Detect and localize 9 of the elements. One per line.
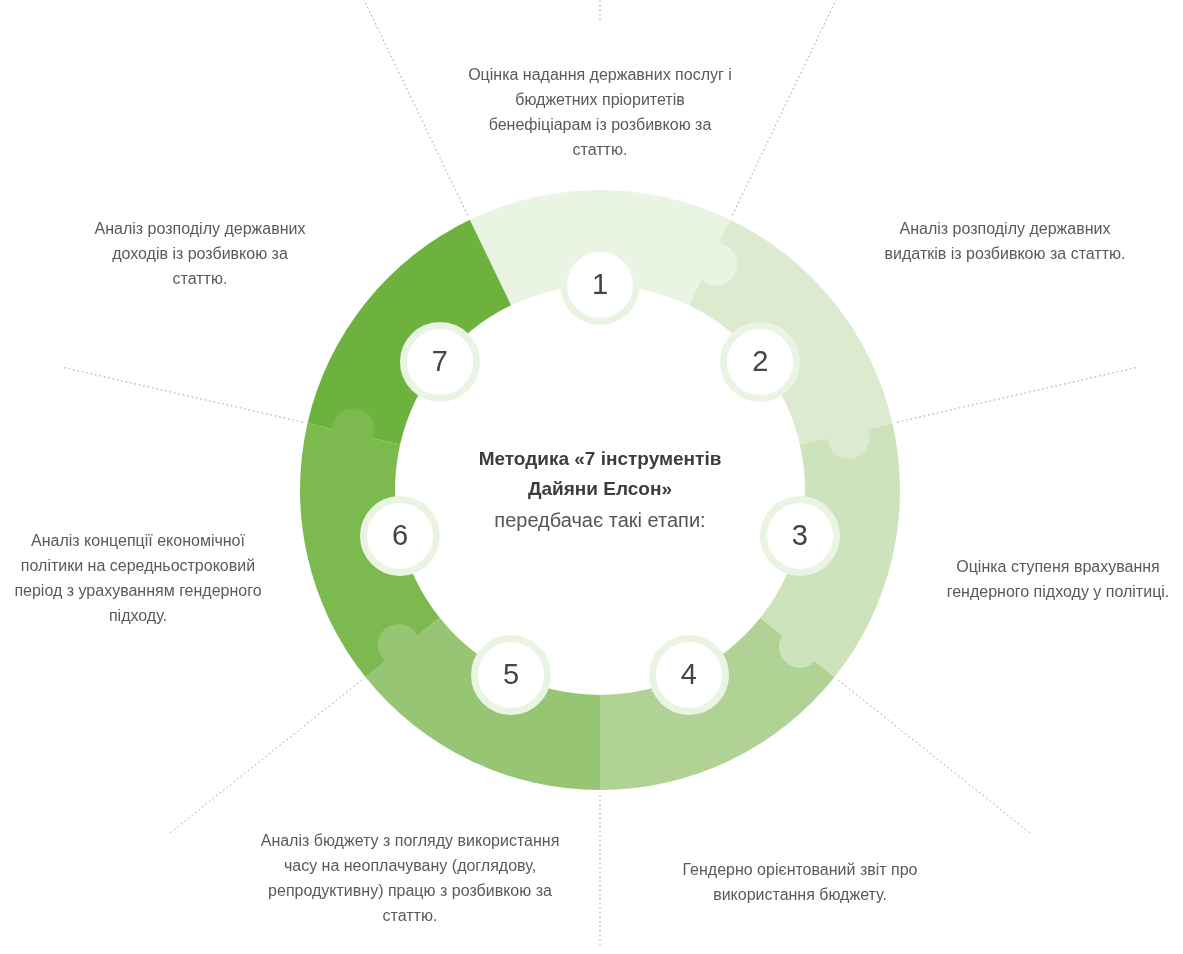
- step-description: Гендерно орієнтований звіт про використання бюджету.: [681, 860, 919, 905]
- step-description: Аналіз розподілу державних доходів із розбивкою за статтю.: [93, 219, 307, 289]
- subtitle-text: передбачає такі етапи:: [494, 508, 706, 533]
- step-description: Аналіз бюджету з погляду використання часу на неоплачувану (доглядову, репродуктивну) працю з розбивкою за статтю.: [259, 831, 561, 926]
- step-description: Оцінка надання державних послуг і бюджетних пріоритетів бенефіціарам із розбивкою за статтю.: [467, 65, 733, 160]
- heading-text: Методика «7 інструментів Дайяни Елсон»: [477, 447, 723, 501]
- step-description: Оцінка ступеня врахування гендерного підходу у політиці.: [945, 557, 1171, 602]
- step-description: Аналіз розподілу державних видатків із розбивкою за статтю.: [883, 219, 1127, 264]
- step-description: Аналіз концепції економічної політики на середньостроковий період з урахуванням гендерного підходу.: [13, 531, 263, 626]
